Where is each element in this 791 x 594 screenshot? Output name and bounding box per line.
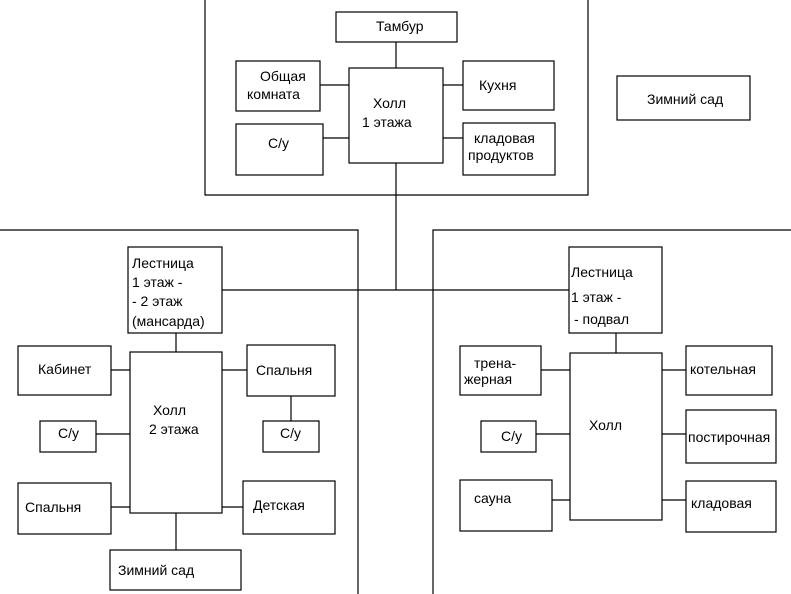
node-boiler-label: котельная: [690, 361, 756, 377]
node-nursery-label: Детская: [253, 497, 305, 513]
node-winter-garden-1: Зимний сад: [616, 75, 751, 121]
node-sauna-label: сауна: [474, 490, 511, 506]
node-hall-basement: Холл: [569, 352, 663, 521]
node-laundry-label: постирочная: [688, 429, 770, 445]
node-laundry: постирочная: [685, 409, 777, 464]
node-gym-label: трена- жерная: [464, 355, 520, 387]
node-sauna: сауна: [459, 479, 553, 532]
node-pantry-label: кладовая продуктов: [468, 130, 539, 163]
node-bedroom-left-label: Спальня: [25, 499, 81, 515]
node-stairs-basement-label: Лестница 1 этаж - - подвал: [571, 264, 637, 327]
node-wc-1-label: С/у: [268, 135, 289, 151]
node-bedroom-left: Спальня: [17, 482, 112, 535]
connectors: [96, 42, 686, 550]
node-hall-2-label: Холл 2 этажа: [149, 402, 199, 437]
node-winter-garden-2: Зимний сад: [109, 549, 242, 591]
node-wc-2-left-label: С/у: [58, 425, 79, 441]
node-common-room-label: Общая комната: [247, 68, 310, 102]
node-nursery: Детская: [242, 480, 336, 535]
node-wc-2-left: С/у: [39, 420, 97, 453]
node-hall-2: Холл 2 этажа: [129, 351, 223, 514]
node-hall-1: Холл 1 этажа: [348, 67, 444, 164]
node-bedroom-right-label: Спальня: [256, 362, 312, 378]
node-gym: трена- жерная: [459, 345, 542, 396]
node-kitchen-label: Кухня: [479, 77, 516, 93]
node-bedroom-right: Спальня: [246, 344, 336, 397]
node-cabinet: Кабинет: [17, 345, 112, 396]
node-wc-1: С/у: [235, 123, 324, 176]
node-storage: кладовая: [685, 480, 777, 533]
mansard-floor-frame: [0, 229, 359, 594]
node-hall-basement-label: Холл: [589, 417, 622, 433]
node-hall-1-label: Холл 1 этажа: [362, 95, 412, 130]
node-cabinet-label: Кабинет: [38, 361, 92, 377]
node-tambur: Тамбур: [335, 11, 458, 43]
node-wc-b: С/у: [480, 420, 537, 453]
node-wc-b-label: С/у: [501, 428, 522, 444]
node-wc-2-right-label: С/у: [280, 425, 301, 441]
node-kitchen: Кухня: [462, 60, 555, 111]
node-stairs-basement: Лестница 1 этаж - - подвал: [568, 246, 663, 334]
node-boiler: котельная: [685, 345, 773, 396]
basement-floor-frame: [432, 229, 791, 594]
node-stairs-mansard: Лестница 1 этаж - - 2 этаж (мансарда): [127, 246, 223, 334]
node-storage-label: кладовая: [691, 495, 752, 511]
node-stairs-mansard-label: Лестница 1 этаж - - 2 этаж (мансарда): [132, 255, 205, 329]
node-pantry: кладовая продуктов: [462, 122, 556, 176]
node-common-room: Общая комната: [235, 60, 321, 112]
node-winter-garden-2-label: Зимний сад: [118, 562, 194, 578]
node-wc-2-right: С/у: [262, 420, 320, 453]
node-tambur-label: Тамбур: [376, 18, 424, 34]
node-winter-garden-1-label: Зимний сад: [647, 91, 723, 107]
